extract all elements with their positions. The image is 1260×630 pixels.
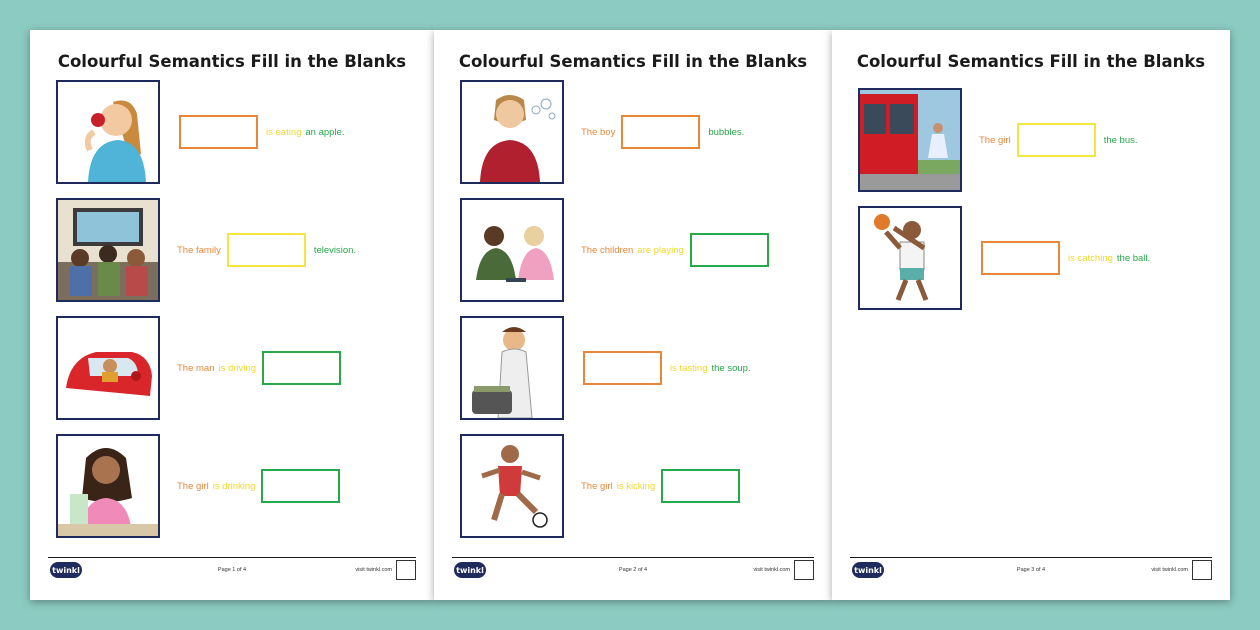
sentence-subject: The girl [581, 480, 613, 492]
illustration-family-watching-tv [56, 198, 160, 302]
answer-box-who[interactable] [179, 115, 258, 149]
sentence-verb: is catching [1068, 252, 1113, 264]
illustration-boy-blowing-bubbles [460, 80, 564, 184]
page-number: Page 3 of 4 [1016, 567, 1046, 573]
sentence: The girl is drinking [177, 434, 348, 538]
exercise-row: The family television. [52, 198, 424, 306]
quality-badge-icon [794, 560, 814, 580]
answer-box-what[interactable] [689, 233, 769, 267]
sentence: is eating an apple. [177, 80, 348, 184]
sentence: The man is driving [177, 316, 349, 420]
illustration-children-playing [460, 198, 564, 302]
sentence: The children are playing [581, 198, 777, 302]
sentence-subject: The children [581, 244, 634, 256]
exercise-row: The girl is kicking [456, 434, 822, 542]
sentence: The girl is kicking [581, 434, 748, 538]
sentence-verb: is tasting [670, 362, 708, 374]
answer-box-what[interactable] [262, 351, 341, 385]
illustration-man-driving-car [56, 316, 160, 420]
answer-box-what[interactable] [661, 469, 741, 503]
sentence-object: an apple. [305, 126, 345, 138]
exercise-row: The boy bubbles. [456, 80, 822, 188]
page-footer: twinkl Page 3 of 4 visit twinkl.com [850, 557, 1212, 584]
sentence-verb: are playing [637, 244, 684, 256]
exercise-row: The man is driving [52, 316, 424, 424]
sentence-subject: The family [177, 244, 221, 256]
answer-box-who[interactable] [583, 351, 662, 385]
exercise-row: is tasting the soup. [456, 316, 822, 424]
sentence-verb: is kicking [616, 480, 656, 492]
illustration-chef-tasting-soup [460, 316, 564, 420]
answer-box-what[interactable] [261, 469, 341, 503]
quality-badge-icon [1192, 560, 1212, 580]
page-number: Page 1 of 4 [217, 567, 247, 573]
sentence-object: the ball. [1116, 252, 1151, 264]
twinkl-logo: twinkl [852, 562, 884, 578]
sentence: is tasting the soup. [581, 316, 755, 420]
sentence-subject: The man [177, 362, 215, 374]
sentence-object: the soup. [711, 362, 751, 374]
twinkl-logo: twinkl [50, 562, 82, 578]
sentence-subject: The girl [177, 480, 209, 492]
sentence-subject: The girl [979, 134, 1011, 146]
quality-badge-icon [396, 560, 416, 580]
sentence-verb: is drinking [212, 480, 256, 492]
worksheet-title: Colourful Semantics Fill in the Blanks [856, 52, 1206, 71]
sentence-object: television. [313, 244, 357, 256]
sentence: The boy bubbles. [581, 80, 748, 184]
answer-box-doing[interactable] [1016, 123, 1096, 157]
answer-box-doing[interactable] [226, 233, 306, 267]
worksheet-title: Colourful Semantics Fill in the Blanks [458, 52, 808, 71]
page-footer: twinkl Page 2 of 4 visit twinkl.com [452, 557, 814, 584]
worksheet-page-2: Colourful Semantics Fill in the Blanks T… [434, 30, 832, 600]
twinkl-logo: twinkl [454, 562, 486, 578]
visit-link[interactable]: visit twinkl.com [355, 567, 392, 573]
sentence: is catching the ball. [979, 206, 1154, 310]
exercise-row: The girl the bus. [854, 88, 1220, 196]
visit-link[interactable]: visit twinkl.com [753, 567, 790, 573]
page-number: Page 2 of 4 [618, 567, 648, 573]
illustration-girl-kicking-ball [460, 434, 564, 538]
exercise-row: The children are playing [456, 198, 822, 306]
sentence: The family television. [177, 198, 360, 302]
exercise-row: is eating an apple. [52, 80, 424, 188]
answer-box-doing[interactable] [621, 115, 701, 149]
visit-link[interactable]: visit twinkl.com [1151, 567, 1188, 573]
worksheet-page-3: Colourful Semantics Fill in the Blanks T… [832, 30, 1230, 600]
illustration-boy-catching-ball [858, 206, 962, 310]
answer-box-who[interactable] [981, 241, 1060, 275]
exercise-row: The girl is drinking [52, 434, 424, 542]
illustration-girl-eating-apple [56, 80, 160, 184]
sentence-subject: The boy [581, 126, 616, 138]
sentence-object: bubbles. [708, 126, 745, 138]
sentence-verb: is driving [218, 362, 257, 374]
illustration-girl-drinking [56, 434, 160, 538]
sentence-object: the bus. [1103, 134, 1138, 146]
sentence: The girl the bus. [979, 88, 1142, 192]
illustration-girl-and-bus [858, 88, 962, 192]
sentence-verb: is eating [266, 126, 302, 138]
worksheet-title: Colourful Semantics Fill in the Blanks [57, 52, 407, 71]
exercise-row: is catching the ball. [854, 206, 1220, 314]
worksheet-page-1: Colourful Semantics Fill in the Blanks i… [30, 30, 434, 600]
page-footer: twinkl Page 1 of 4 visit twinkl.com [48, 557, 416, 584]
